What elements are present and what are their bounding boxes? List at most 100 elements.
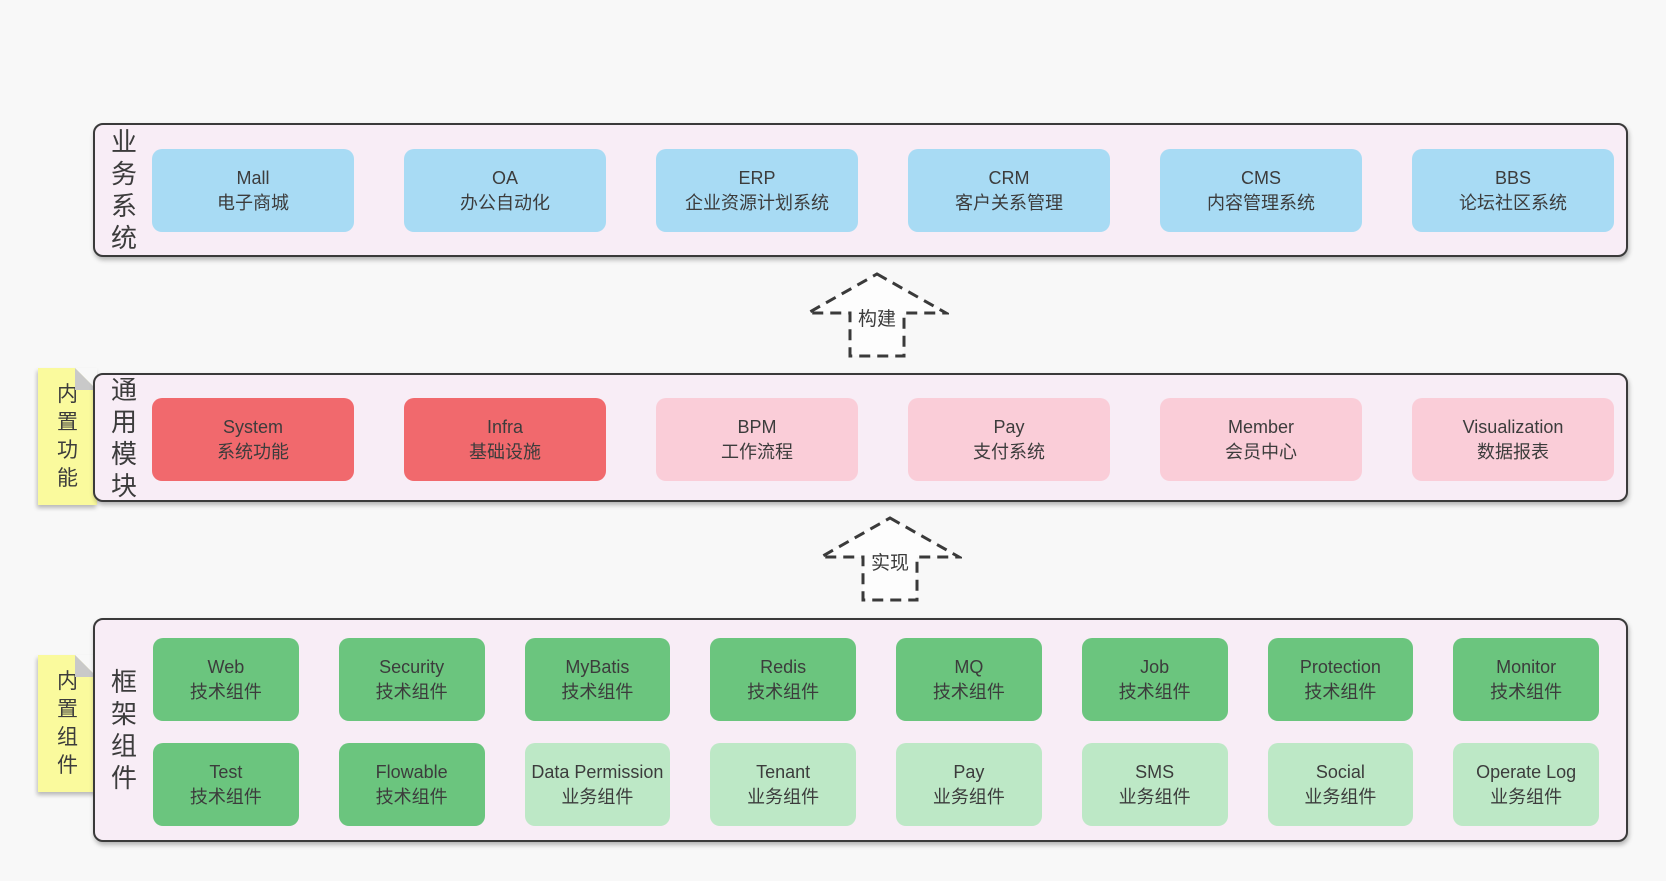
- box-title: Mall: [236, 167, 270, 188]
- box-title: ERP: [738, 167, 776, 188]
- box-title: Social: [1315, 761, 1365, 782]
- arrow-build: 构建: [805, 271, 949, 359]
- panel-business-systems: 业务系统 Mall 电子商城 OA 办公自动化 ERP 企业资源计划系统 CRM…: [93, 123, 1628, 257]
- framework-components-row-1: Web 技术组件 Security 技术组件 MyBatis 技术组件 Redi…: [153, 638, 1599, 721]
- box-subtitle: 业务组件: [747, 786, 820, 807]
- box-sms: SMS 业务组件: [1081, 743, 1228, 826]
- box-title: Flowable: [375, 761, 448, 782]
- box-bbs: BBS 论坛社区系统: [1412, 149, 1614, 232]
- arrow-label: 实现: [867, 551, 913, 577]
- panel-label-text: 通用模块: [111, 374, 138, 501]
- box-job: Job 技术组件: [1081, 638, 1228, 721]
- box-title: Job: [1140, 656, 1170, 677]
- box-title: Test: [209, 761, 243, 782]
- box-title: System: [222, 416, 283, 437]
- panel-label-common-modules: 通用模块: [95, 374, 153, 501]
- box-title: Pay: [953, 761, 985, 782]
- box-subtitle: 业务组件: [932, 786, 1005, 807]
- box-erp: ERP 企业资源计划系统: [656, 149, 858, 232]
- box-title: MyBatis: [565, 656, 630, 677]
- box-title: Monitor: [1496, 656, 1557, 677]
- sticky-fold-icon: [75, 368, 97, 390]
- box-subtitle: 论坛社区系统: [1459, 192, 1567, 213]
- box-subtitle: 技术组件: [561, 681, 634, 702]
- box-subtitle: 技术组件: [375, 786, 448, 807]
- box-system: System 系统功能: [152, 398, 354, 481]
- box-title: Tenant: [756, 761, 811, 782]
- box-subtitle: 技术组件: [189, 786, 262, 807]
- box-title: Member: [1227, 416, 1294, 437]
- box-web: Web 技术组件: [153, 638, 299, 721]
- business-systems-row: Mall 电子商城 OA 办公自动化 ERP 企业资源计划系统 CRM 客户关系…: [152, 149, 1614, 232]
- box-infra: Infra 基础设施: [404, 398, 606, 481]
- sticky-fold-icon: [75, 655, 97, 677]
- box-title: Infra: [486, 416, 524, 437]
- box-mybatis: MyBatis 技术组件: [524, 638, 671, 721]
- box-title: Web: [207, 656, 245, 677]
- box-monitor: Monitor 技术组件: [1453, 638, 1599, 721]
- box-subtitle: 业务组件: [1490, 786, 1563, 807]
- box-mq: MQ 技术组件: [896, 638, 1042, 721]
- box-subtitle: 内容管理系统: [1207, 192, 1315, 213]
- box-subtitle: 业务组件: [561, 786, 634, 807]
- box-title: BBS: [1494, 167, 1532, 188]
- box-pay: Pay 支付系统: [908, 398, 1110, 481]
- box-subtitle: 企业资源计划系统: [685, 192, 829, 213]
- box-subtitle: 电子商城: [217, 192, 289, 213]
- box-subtitle: 技术组件: [1304, 681, 1377, 702]
- panel-framework-components: 框架组件 Web 技术组件 Security 技术组件 MyBatis 技术组件…: [93, 618, 1628, 842]
- box-flowable: Flowable 技术组件: [338, 743, 485, 826]
- panel-label-framework-components: 框架组件: [95, 620, 153, 840]
- box-subtitle: 工作流程: [721, 441, 793, 462]
- box-subtitle: 技术组件: [1490, 681, 1563, 702]
- sticky-note-built-in-features: 内置功能: [38, 368, 97, 505]
- panel-label-text: 业务系统: [111, 127, 138, 253]
- box-title: SMS: [1135, 761, 1175, 782]
- box-oa: OA 办公自动化: [404, 149, 606, 232]
- panel-label-business-systems: 业务系统: [95, 125, 153, 255]
- box-subtitle: 系统功能: [217, 441, 289, 462]
- box-title: OA: [491, 167, 518, 188]
- box-title: Pay: [993, 416, 1025, 437]
- box-redis: Redis 技术组件: [710, 638, 856, 721]
- box-test: Test 技术组件: [153, 743, 299, 826]
- box-social: Social 业务组件: [1267, 743, 1414, 826]
- arrow-label: 构建: [854, 307, 900, 333]
- box-title: BPM: [737, 416, 777, 437]
- box-mall: Mall 电子商城: [152, 149, 354, 232]
- box-subtitle: 基础设施: [469, 441, 541, 462]
- sticky-note-built-in-components: 内置组件: [38, 655, 97, 792]
- sticky-note-label: 内置功能: [57, 382, 78, 490]
- framework-components-row-2: Test 技术组件 Flowable 技术组件 Data Permission …: [153, 743, 1599, 826]
- box-subtitle: 技术组件: [1118, 681, 1191, 702]
- box-subtitle: 技术组件: [932, 681, 1005, 702]
- box-subtitle: 业务组件: [1118, 786, 1191, 807]
- box-tenant: Tenant 业务组件: [710, 743, 856, 826]
- box-data-permission: Data Permission 业务组件: [524, 743, 671, 826]
- sticky-note-label: 内置组件: [57, 669, 78, 777]
- box-visualization: Visualization 数据报表: [1412, 398, 1614, 481]
- box-operate-log: Operate Log 业务组件: [1453, 743, 1599, 826]
- box-subtitle: 支付系统: [973, 441, 1045, 462]
- box-subtitle: 办公自动化: [460, 192, 550, 213]
- box-title: Redis: [760, 656, 807, 677]
- common-modules-row: System 系统功能 Infra 基础设施 BPM 工作流程 Pay 支付系统…: [152, 398, 1614, 481]
- box-title: Visualization: [1462, 416, 1564, 437]
- box-title: Security: [379, 656, 445, 677]
- box-title: Protection: [1299, 656, 1381, 677]
- panel-label-text: 框架组件: [111, 667, 138, 793]
- box-security: Security 技术组件: [338, 638, 485, 721]
- box-title: CMS: [1241, 167, 1281, 188]
- box-subtitle: 会员中心: [1225, 441, 1297, 462]
- box-subtitle: 技术组件: [747, 681, 820, 702]
- box-member: Member 会员中心: [1160, 398, 1362, 481]
- box-pay-business: Pay 业务组件: [896, 743, 1042, 826]
- box-subtitle: 数据报表: [1477, 441, 1549, 462]
- box-title: Operate Log: [1476, 761, 1577, 782]
- box-protection: Protection 技术组件: [1267, 638, 1414, 721]
- box-title: CRM: [988, 167, 1030, 188]
- box-subtitle: 客户关系管理: [955, 192, 1063, 213]
- box-bpm: BPM 工作流程: [656, 398, 858, 481]
- box-subtitle: 技术组件: [189, 681, 262, 702]
